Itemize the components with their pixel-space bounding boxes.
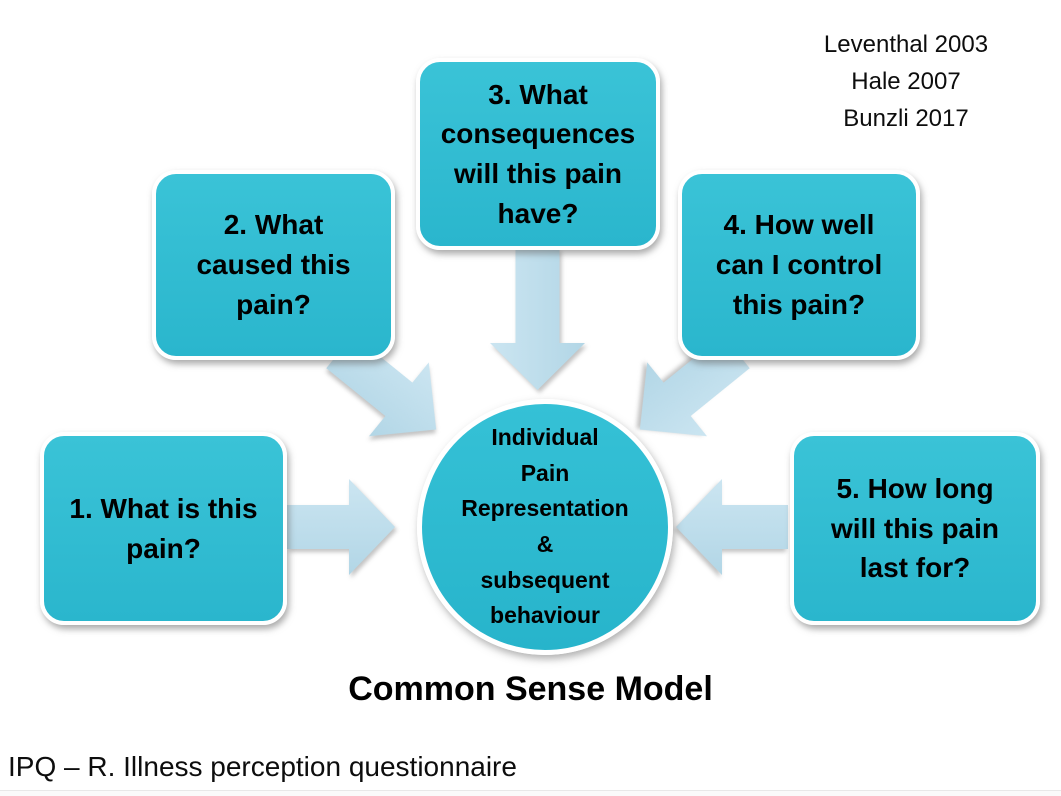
citation-line: Bunzli 2017 <box>843 105 969 132</box>
arrow-box4-to-center <box>639 334 750 437</box>
arrow-box5-to-center <box>676 479 788 575</box>
question-box-4: 4. How well can I control this pain? <box>678 170 920 360</box>
question-box-5: 5. How long will this pain last for? <box>790 432 1040 625</box>
center-circle: Individual Pain Representation & subsequ… <box>417 399 673 655</box>
arrow-box3-to-center <box>490 248 585 390</box>
citation-line: Leventhal 2003 <box>823 31 989 58</box>
question-box-1: 1. What is this pain? <box>40 432 287 625</box>
question-box-3: 3. What consequences will this pain have… <box>416 58 660 250</box>
question-box-2-label: 2. What caused this pain? <box>196 209 351 320</box>
footnote: IPQ – R. Illness perception questionnair… <box>8 751 517 782</box>
center-circle-label: Individual Pain Representation & subsequ… <box>461 424 629 629</box>
citation-line: Hale 2007 <box>851 68 961 95</box>
bottom-edge-strip <box>0 790 1061 796</box>
question-box-5-label: 5. How long will this pain last for? <box>830 472 999 584</box>
arrow-box2-to-center <box>326 334 437 437</box>
question-box-3-label: 3. What consequences will this pain have… <box>440 78 636 229</box>
question-box-2: 2. What caused this pain? <box>152 170 395 360</box>
question-box-1-label: 1. What is this pain? <box>69 492 258 564</box>
question-box-4-label: 4. How well can I control this pain? <box>715 209 883 320</box>
arrow-box1-to-center <box>287 479 395 575</box>
citations-block: Leventhal 2003 Hale 2007 Bunzli 2017 <box>790 26 1022 137</box>
diagram-title: Common Sense Model <box>348 670 713 708</box>
